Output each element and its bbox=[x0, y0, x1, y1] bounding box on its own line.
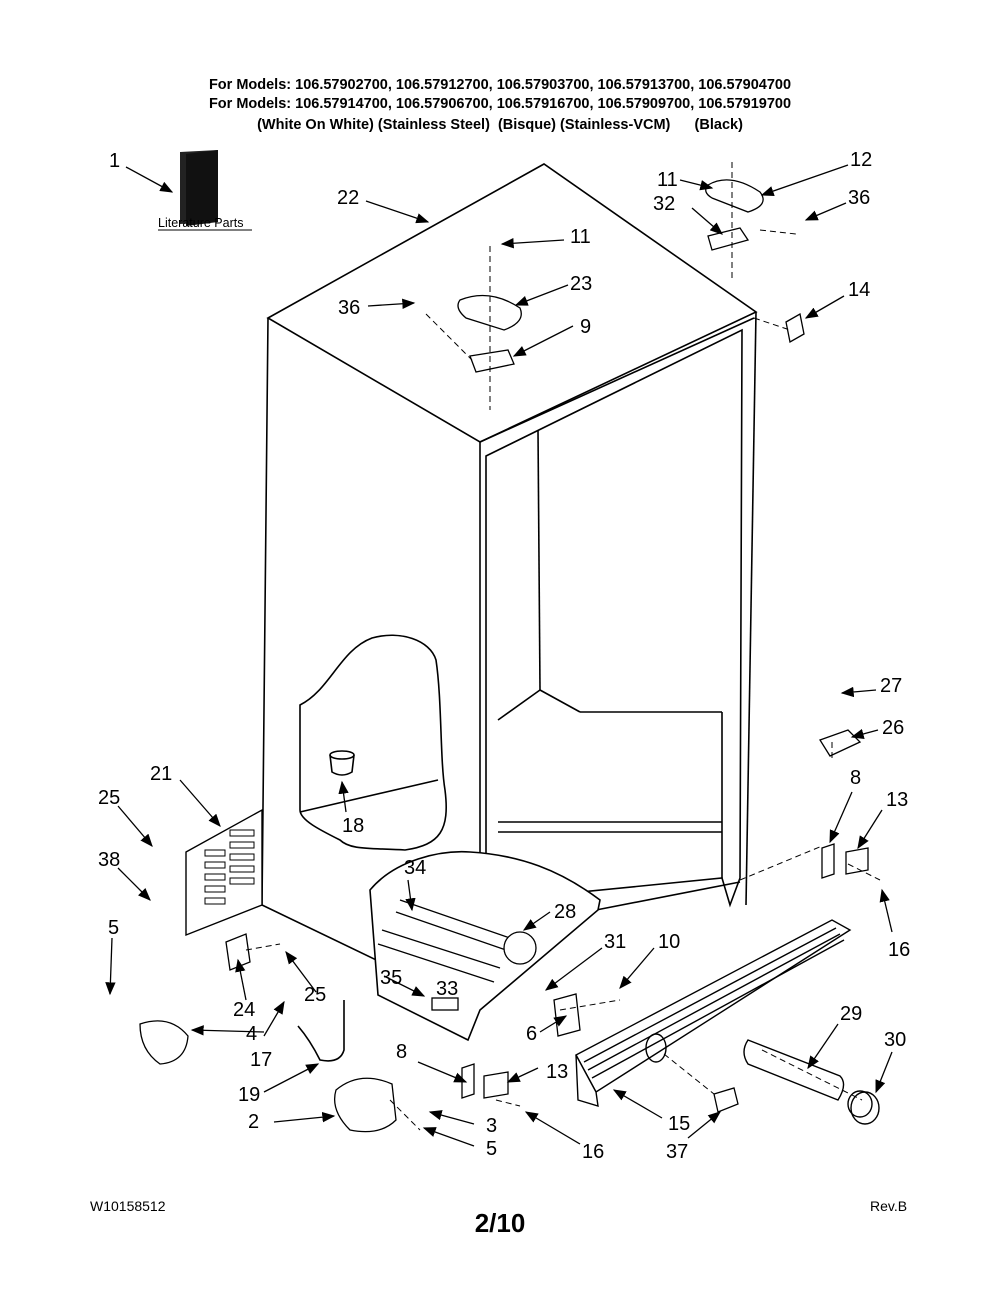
literature-parts-label: Literature Parts bbox=[158, 216, 243, 230]
callout-16: 16 bbox=[888, 939, 910, 961]
callout-37: 37 bbox=[666, 1141, 688, 1163]
callout-12: 12 bbox=[850, 149, 872, 171]
callout-3: 3 bbox=[486, 1115, 497, 1137]
leader-arrows bbox=[105, 164, 893, 1147]
models-line-1: For Models: 106.57902700, 106.57912700, … bbox=[208, 77, 792, 93]
callout-35: 35 bbox=[380, 967, 402, 989]
callout-11: 11 bbox=[657, 169, 678, 191]
callout-38: 38 bbox=[98, 849, 120, 871]
callout-31: 31 bbox=[604, 931, 626, 953]
evaporator-assembly bbox=[377, 899, 537, 983]
revision-label: Rev.B bbox=[870, 1198, 908, 1214]
callout-27: 27 bbox=[880, 675, 902, 697]
callout-8: 8 bbox=[850, 767, 861, 789]
page-number: 2/10 bbox=[474, 1208, 526, 1238]
access-cover bbox=[185, 808, 263, 937]
callout-22: 22 bbox=[337, 187, 359, 209]
finish-options-line: (White On White) (Stainless Steel) (Bisq… bbox=[257, 117, 743, 133]
water-filter bbox=[743, 1039, 880, 1125]
callout-9: 9 bbox=[580, 316, 591, 338]
callout-25: 25 bbox=[98, 787, 120, 809]
callout-15: 15 bbox=[668, 1113, 690, 1135]
callout-11: 11 bbox=[570, 226, 591, 248]
callout-29: 29 bbox=[840, 1003, 862, 1025]
callout-13: 13 bbox=[546, 1061, 568, 1083]
callout-6: 6 bbox=[526, 1023, 537, 1045]
callout-5: 5 bbox=[486, 1138, 497, 1160]
callout-36: 36 bbox=[338, 297, 360, 319]
alignment-lines bbox=[245, 162, 881, 1131]
literature-booklet bbox=[158, 150, 252, 231]
callout-2: 2 bbox=[248, 1111, 259, 1133]
callout-13: 13 bbox=[886, 789, 908, 811]
callout-19: 19 bbox=[238, 1084, 260, 1106]
callout-14: 14 bbox=[848, 279, 870, 301]
refrigerator-cabinet bbox=[261, 163, 758, 1042]
callout-8: 8 bbox=[396, 1041, 407, 1063]
callout-1: 1 bbox=[109, 150, 120, 172]
toe-grille bbox=[575, 919, 852, 1107]
models-line-2: For Models: 106.57914700, 106.57906700, … bbox=[208, 96, 792, 112]
callout-34: 34 bbox=[404, 857, 426, 879]
callout-36: 36 bbox=[848, 187, 870, 209]
callout-21: 21 bbox=[150, 763, 172, 785]
water-line bbox=[297, 1000, 345, 1062]
hardware-parts bbox=[139, 179, 869, 1133]
callout-25: 25 bbox=[304, 984, 326, 1006]
callout-numbers: 1 22 11 12 32 36 11 23 36 9 14 27 26 8 1… bbox=[98, 149, 910, 1163]
callout-28: 28 bbox=[554, 901, 576, 923]
callout-23: 23 bbox=[570, 273, 592, 295]
callout-5: 5 bbox=[108, 917, 119, 939]
callout-33: 33 bbox=[436, 978, 458, 1000]
callout-4: 4 bbox=[246, 1023, 257, 1045]
callout-16: 16 bbox=[582, 1141, 604, 1163]
callout-17: 17 bbox=[250, 1049, 272, 1071]
callout-26: 26 bbox=[882, 717, 904, 739]
callout-24: 24 bbox=[233, 999, 255, 1021]
callout-18: 18 bbox=[342, 815, 364, 837]
callout-30: 30 bbox=[884, 1029, 906, 1051]
callout-10: 10 bbox=[658, 931, 680, 953]
document-number: W10158512 bbox=[90, 1198, 166, 1214]
callout-32: 32 bbox=[653, 193, 675, 215]
